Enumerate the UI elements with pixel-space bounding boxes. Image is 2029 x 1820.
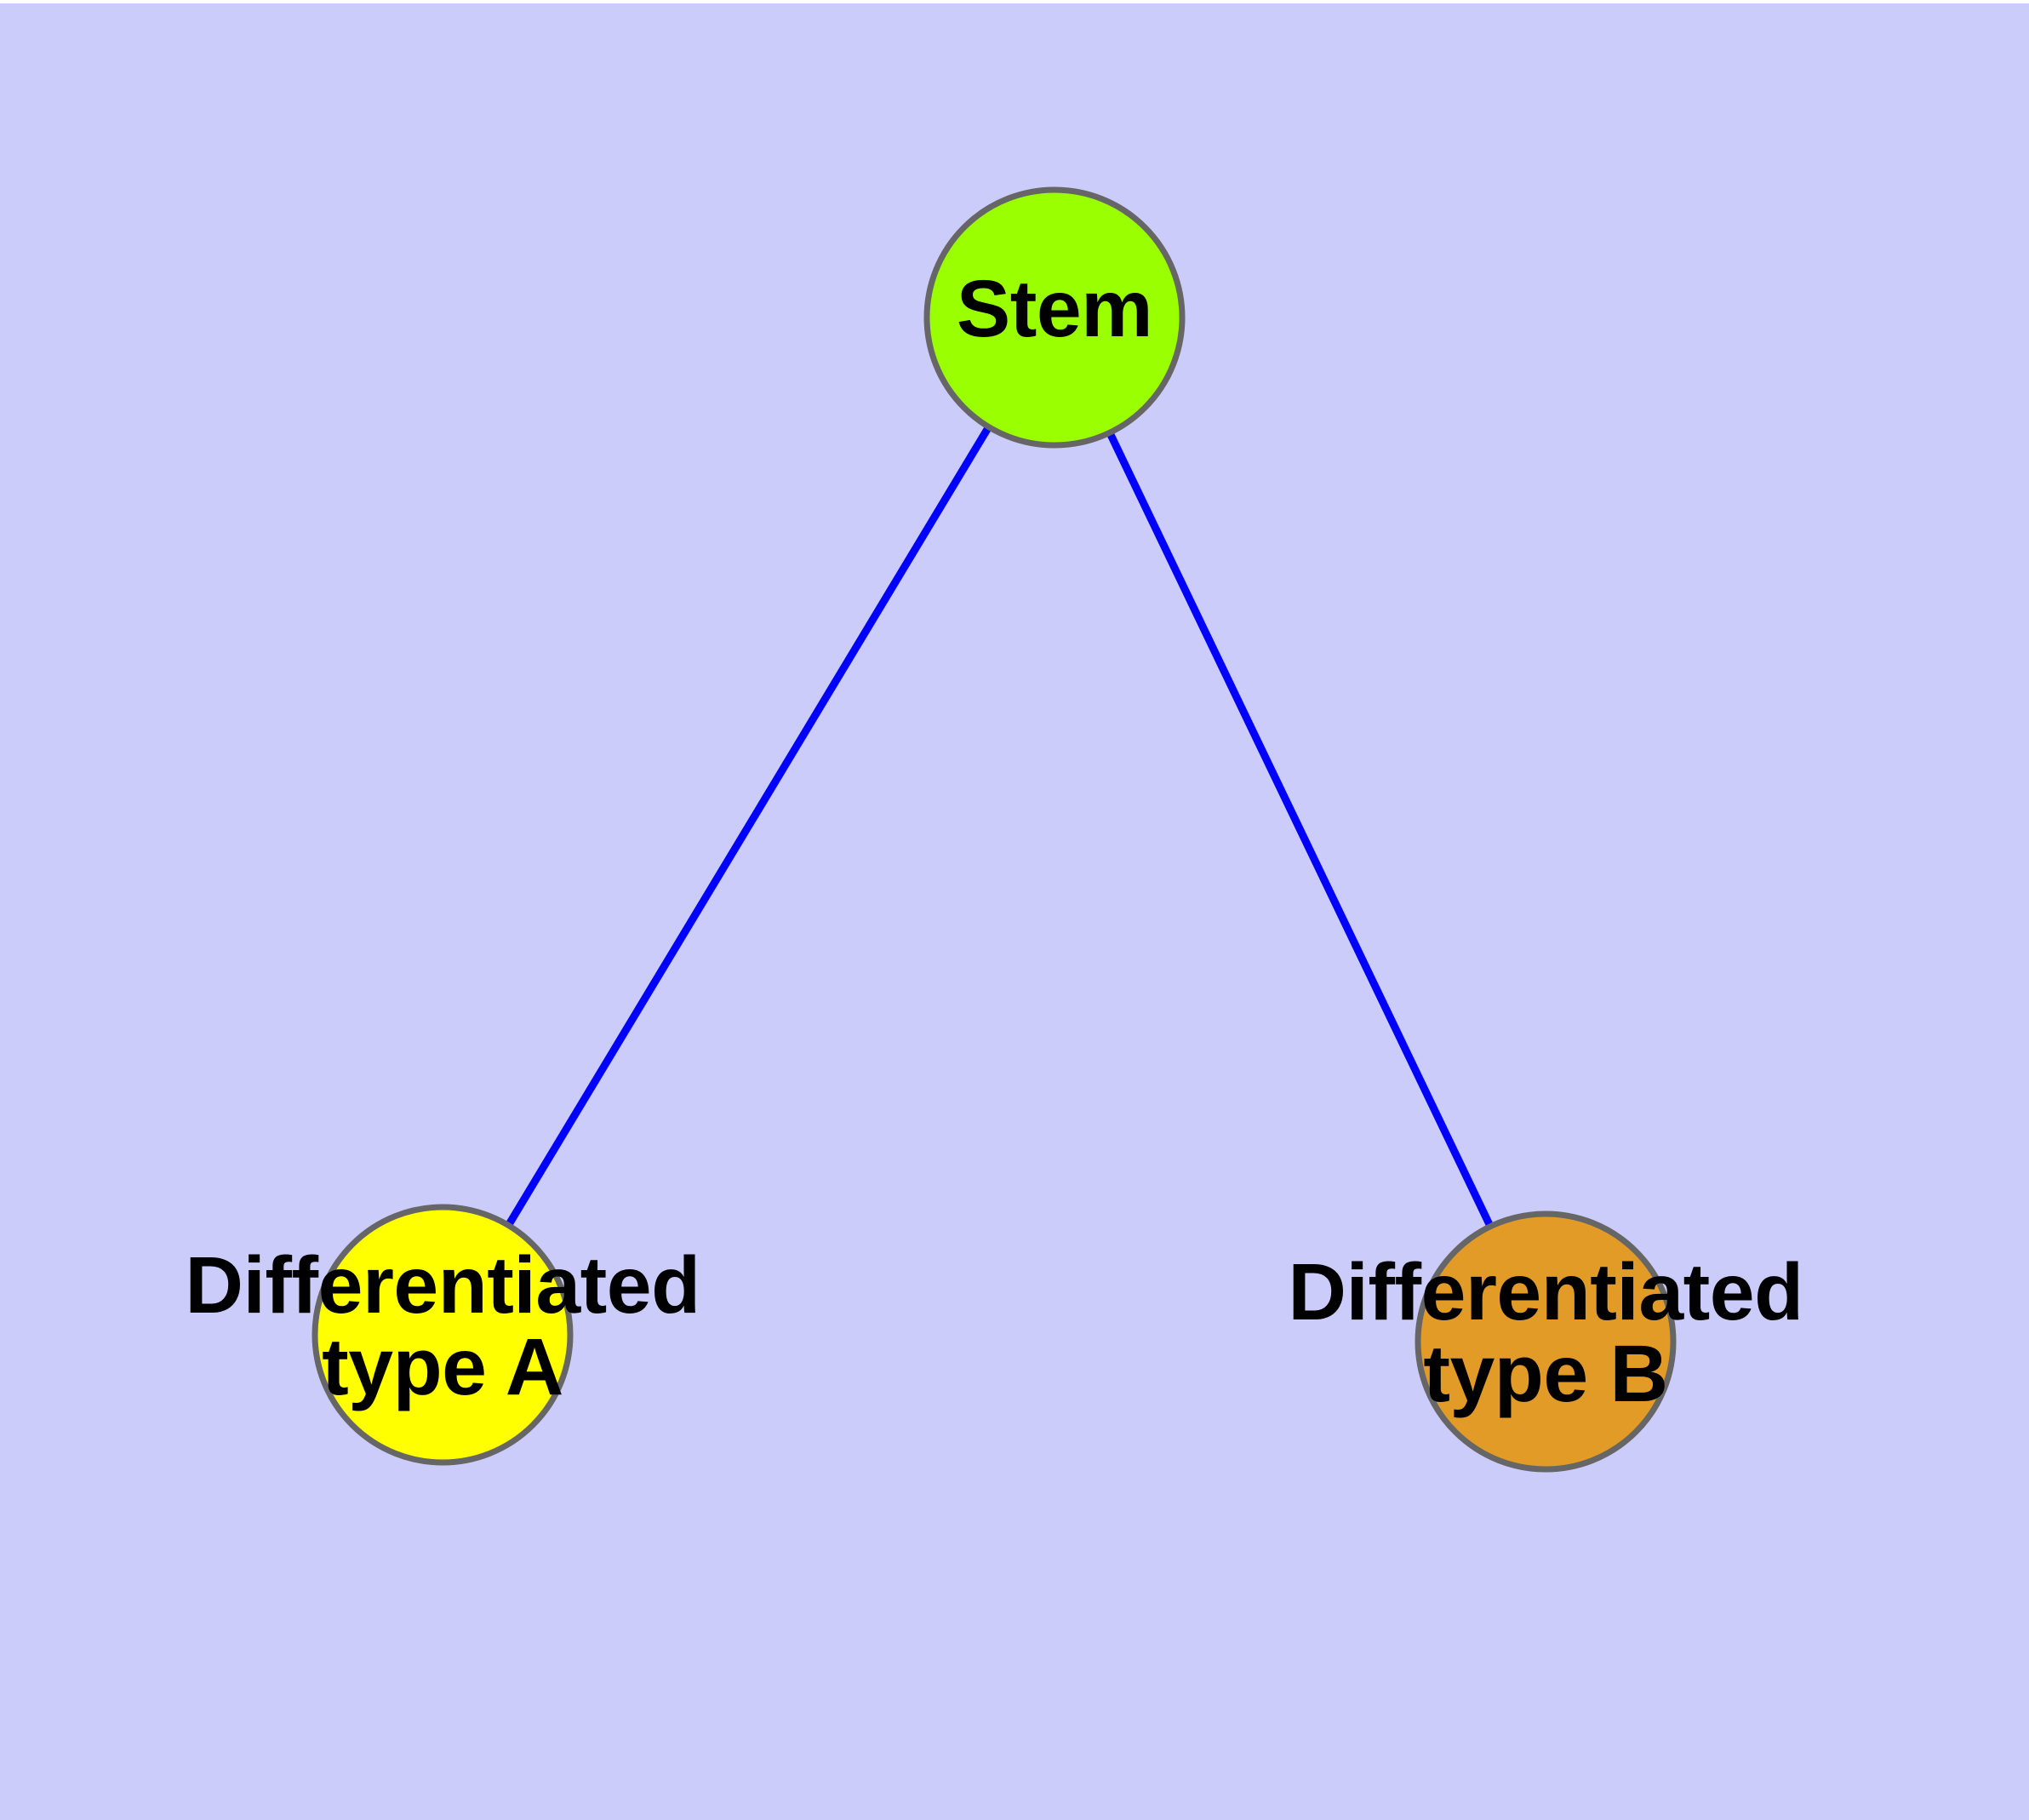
nodes-layer xyxy=(311,186,1677,1473)
graph-node-diff-a[interactable] xyxy=(311,1204,574,1466)
graph-edge xyxy=(1050,316,1550,1343)
graph-node-diff-b[interactable] xyxy=(1415,1210,1677,1473)
graph-node-stem[interactable] xyxy=(923,186,1186,449)
edges-layer xyxy=(439,315,1550,1343)
graph-edge xyxy=(439,315,1058,1337)
